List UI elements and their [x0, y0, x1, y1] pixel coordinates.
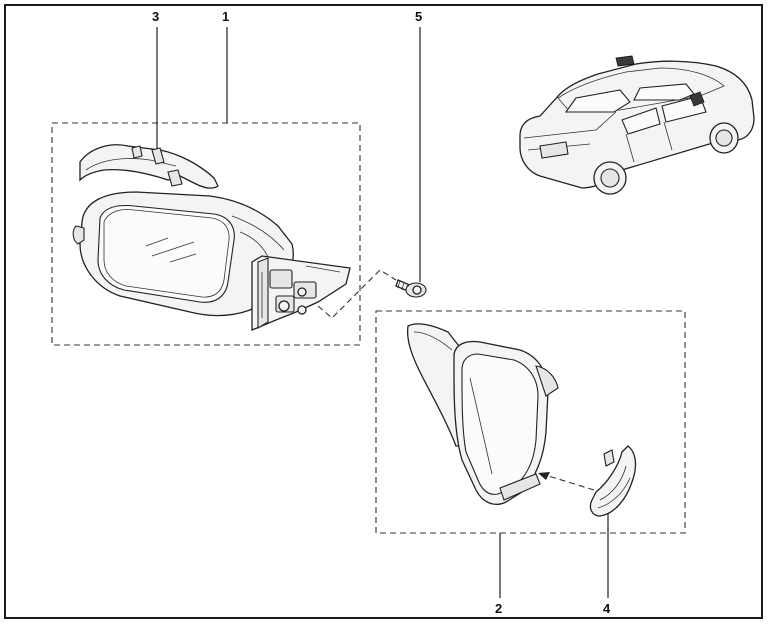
callout-5: 5: [415, 9, 422, 24]
part-3-trim-cover: [79, 144, 219, 189]
group-box-assembly-2: [375, 310, 686, 534]
callout-3: 3: [152, 9, 159, 24]
part-1-mirror-assembly: [72, 191, 397, 331]
diagram-frame: [4, 4, 763, 619]
part-5-screw: [395, 279, 427, 298]
group-box-assembly-1: [51, 122, 361, 346]
part-4-turn-signal-lamp: [589, 445, 637, 517]
part-2-mirror-assembly: [406, 323, 595, 505]
car-location-illustration: [519, 55, 755, 195]
callout-2: 2: [495, 601, 502, 616]
callout-1: 1: [222, 9, 229, 24]
callout-4: 4: [603, 601, 611, 616]
